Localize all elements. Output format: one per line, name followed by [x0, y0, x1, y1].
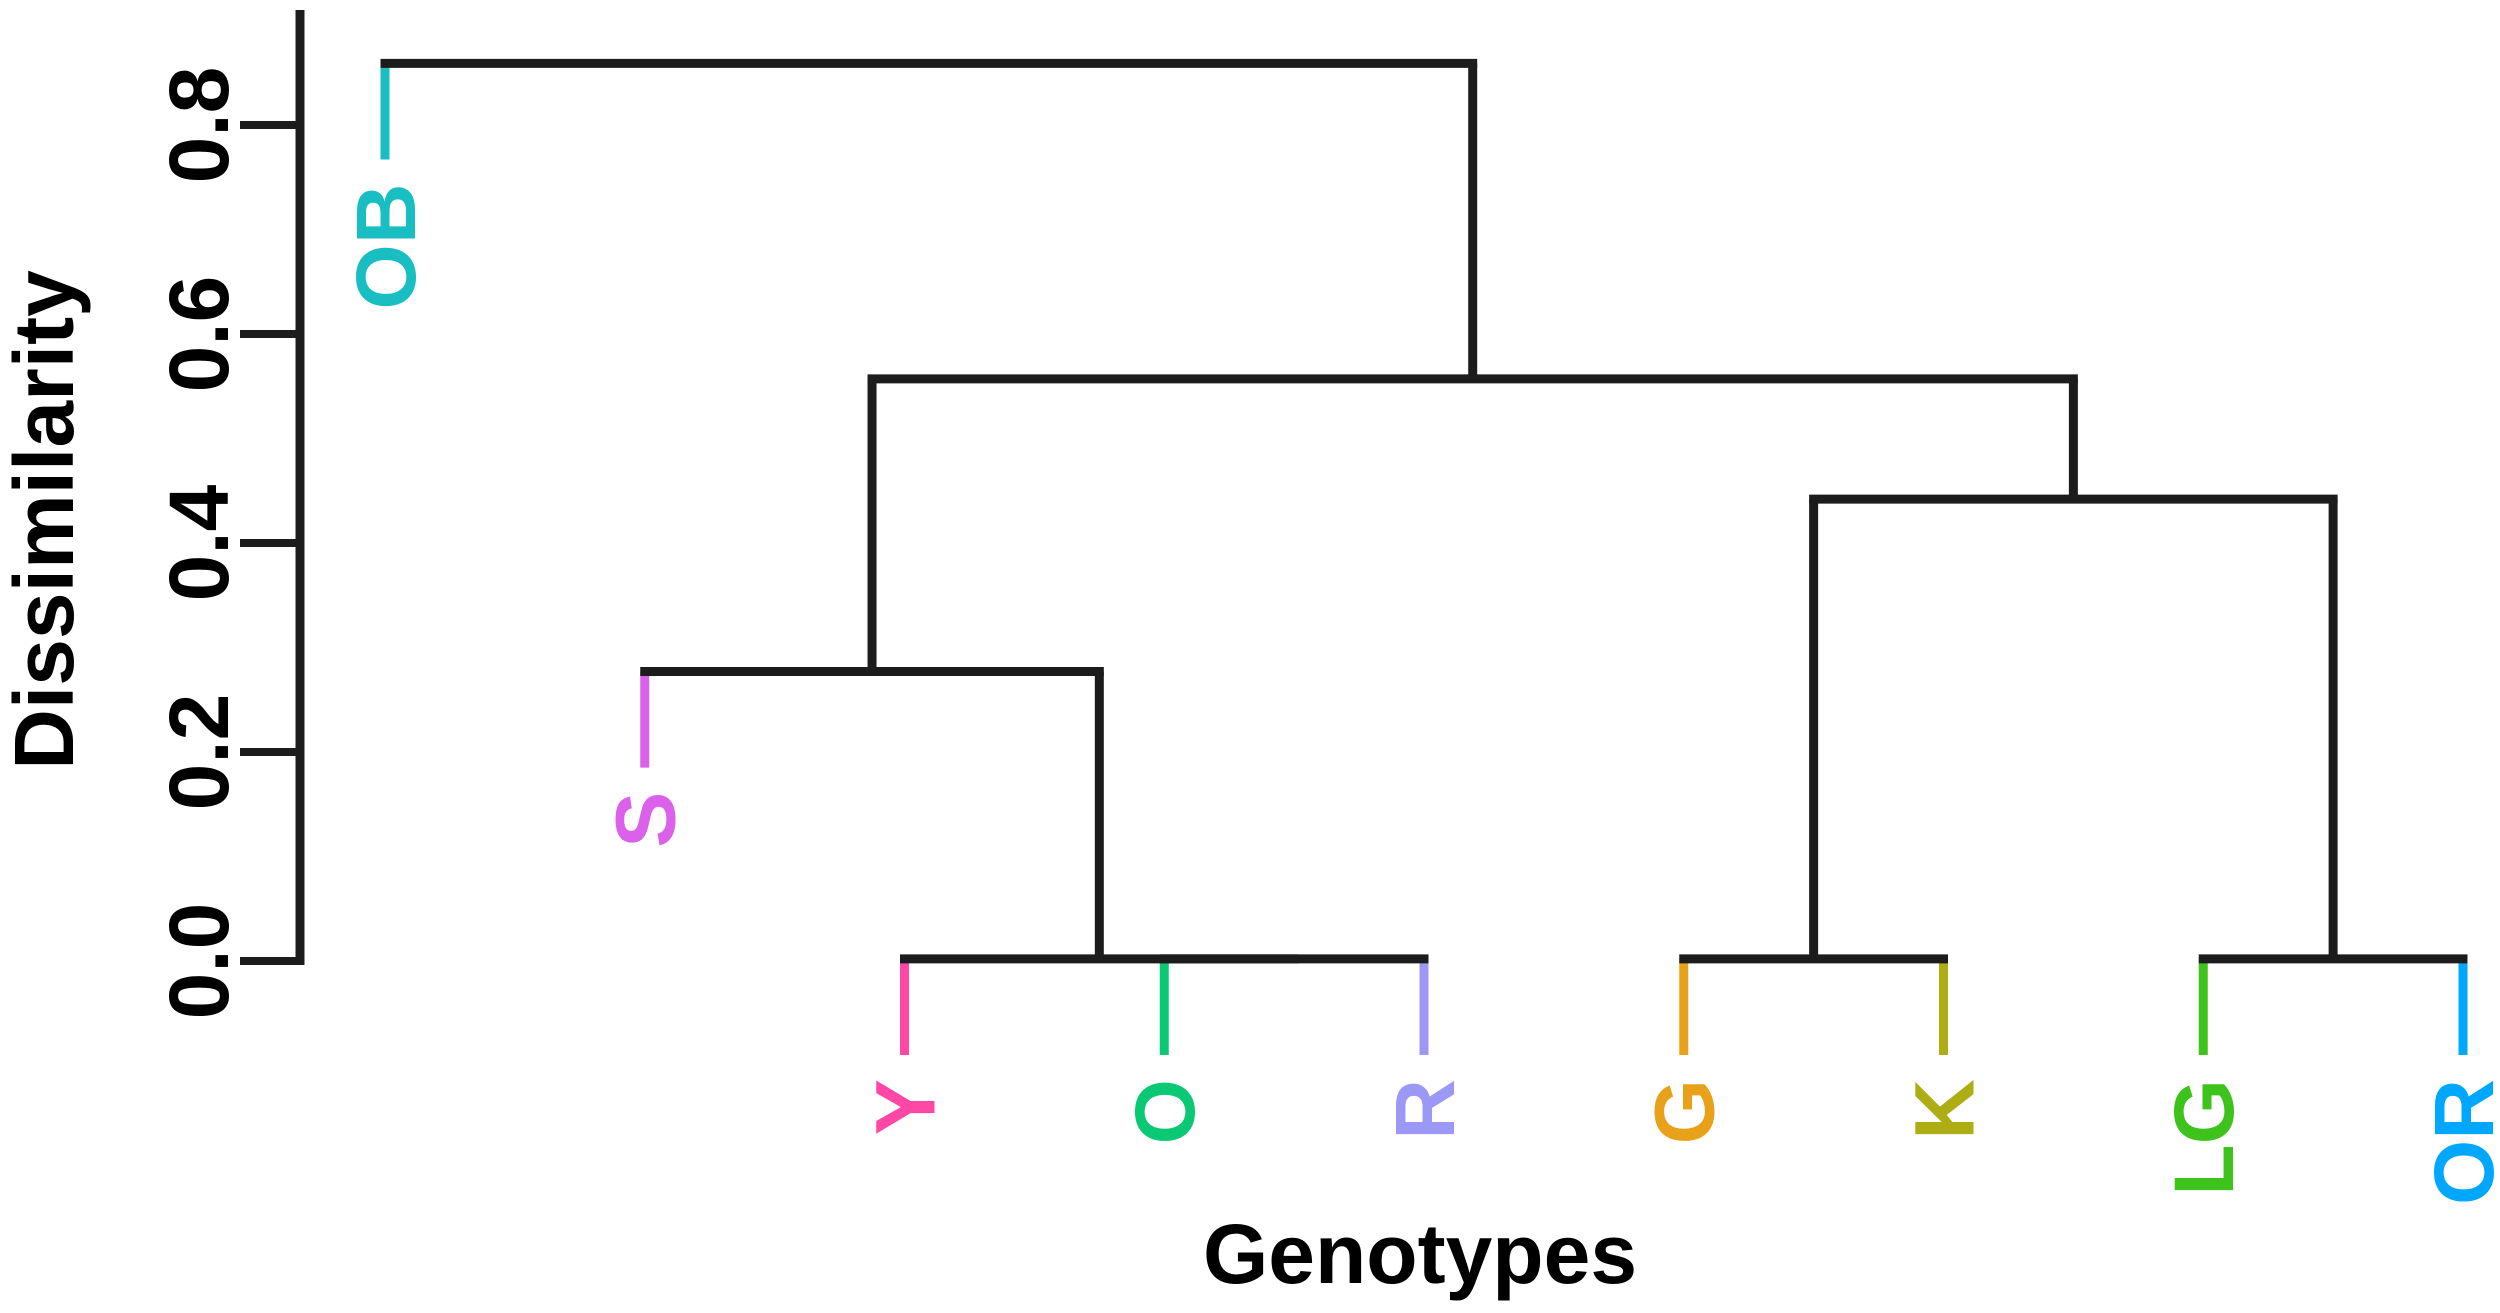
leaf-label-S: S: [599, 792, 693, 848]
y-tick-label-0.4: 0.4: [152, 484, 246, 601]
leaf-label-R: R: [1378, 1079, 1472, 1140]
leaf-label-OR: OR: [2417, 1079, 2500, 1205]
leaf-label-G: G: [1638, 1079, 1732, 1144]
leaf-label-Y: Y: [859, 1079, 953, 1135]
leaf-label-K: K: [1898, 1079, 1992, 1140]
y-axis-title: Dissimilarity: [0, 270, 91, 770]
y-tick-label-0.2: 0.2: [152, 694, 246, 811]
y-tick-label-0.8: 0.8: [152, 67, 246, 184]
y-tick-label-0.6: 0.6: [152, 276, 246, 393]
x-axis-title: Genotypes: [1202, 1207, 1638, 1301]
y-tick-label-0.0: 0.0: [152, 903, 246, 1020]
leaf-label-O: O: [1118, 1079, 1212, 1144]
leaf-label-LG: LG: [2157, 1079, 2251, 1196]
leaf-label-OB: OB: [339, 183, 433, 309]
